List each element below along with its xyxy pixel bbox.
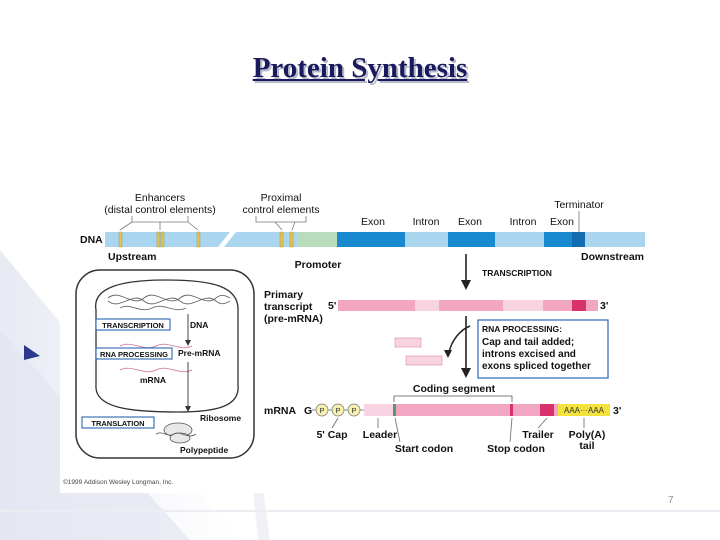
rna-processing-arrows [444,316,471,378]
exon-2-region [448,232,495,247]
ribosome [155,422,197,444]
gene-expression-diagram: Enhancers (distal control elements) Prox… [60,180,676,493]
rna-processing-label-2: Cap and tail added; [482,337,574,348]
exon-label-2: Exon [458,216,482,228]
five-cap-label: 5' Cap [316,429,347,441]
slide-title: Protein Synthesis [252,52,468,84]
exon-label-3: Exon [550,216,574,228]
promoter-region [297,232,337,247]
upstream-label: Upstream [108,251,156,263]
gene-top-labels: Enhancers (distal control elements) Prox… [104,192,604,228]
transcription-arrow [461,254,471,290]
primary-five-prime: 5' [328,300,336,312]
mrna-label: mRNA [264,405,297,417]
cell-ribosome-label: Ribosome [200,413,241,423]
phosphate-label-3: P [351,406,356,415]
coding-segment-bracket [393,395,513,402]
page-number: 7 [668,495,674,506]
downstream-label: Downstream [581,251,644,263]
cell-dna-label: DNA [190,320,208,330]
excised-introns [394,337,443,366]
mrna-three-prime: 3' [613,405,621,417]
rna-processing-box: RNA PROCESSING: Cap and tail added; intr… [477,319,609,379]
exon-label-1: Exon [361,216,385,228]
dna-strand [105,231,645,248]
mrna-leader-lines [331,417,585,443]
intron-label-2: Intron [510,216,537,228]
mrna-cap-phosphates: P P P [312,403,364,417]
poly-a-sequence: AAA···AAA [564,406,605,415]
poly-a-tail-label-1: Poly(A) [569,429,606,441]
cell-translation-label: TRANSLATION [91,419,144,428]
cell-transcription-label: TRANSCRIPTION [102,321,164,330]
dna-label: DNA [80,234,103,246]
copyright-notice: ©1999 Addison Wesley Longman, Inc. [63,478,173,486]
leader-label: Leader [363,429,397,441]
control-element-leader-lines [119,211,580,232]
rna-processing-label-3: introns excised and [482,349,576,360]
enhancers-label: Enhancers [135,192,185,204]
coding-segment-label: Coding segment [413,383,496,395]
phosphate-label-1: P [319,406,324,415]
start-codon-label: Start codon [395,443,453,455]
dna-chromatin [107,294,231,311]
phosphate-label-2: P [335,406,340,415]
cell-polypeptide-label: Polypeptide [180,445,228,455]
primary-transcript-label-2: transcript [264,301,313,313]
nucleus-envelope [95,279,239,413]
cell-mrna-label: mRNA [140,375,166,385]
exon-3-region [544,232,572,247]
enhancers-sub-label: (distal control elements) [104,204,215,216]
proximal-sub-label: control elements [242,204,319,216]
cell-rna-processing-label: RNA PROCESSING [100,350,168,359]
primary-transcript-strand [338,300,598,311]
terminator-region [572,232,585,247]
proximal-label: Proximal [261,192,302,204]
exon-1-region [337,232,405,247]
promoter-label: Promoter [295,259,342,271]
primary-transcript-label-3: (pre-mRNA) [264,313,323,325]
mrna-g-label: G [304,405,312,417]
intron-label-1: Intron [413,216,440,228]
cell-inset: TRANSCRIPTION DNA RNA PROCESSING Pre-mRN… [75,269,255,459]
trailer-label: Trailer [522,429,554,441]
rna-processing-label-1: RNA PROCESSING: [482,324,562,334]
primary-three-prime: 3' [600,300,608,312]
primary-transcript-label-1: Primary [264,289,303,301]
rna-processing-label-4: exons spliced together [482,361,591,372]
mrna-strand: AAA···AAA [364,404,610,416]
poly-a-tail-label-2: tail [579,440,594,452]
cell-pre-mrna-label: Pre-mRNA [178,348,221,358]
stop-codon-label: Stop codon [487,443,545,455]
terminator-label: Terminator [554,199,604,211]
transcription-step-label: TRANSCRIPTION [482,268,552,278]
